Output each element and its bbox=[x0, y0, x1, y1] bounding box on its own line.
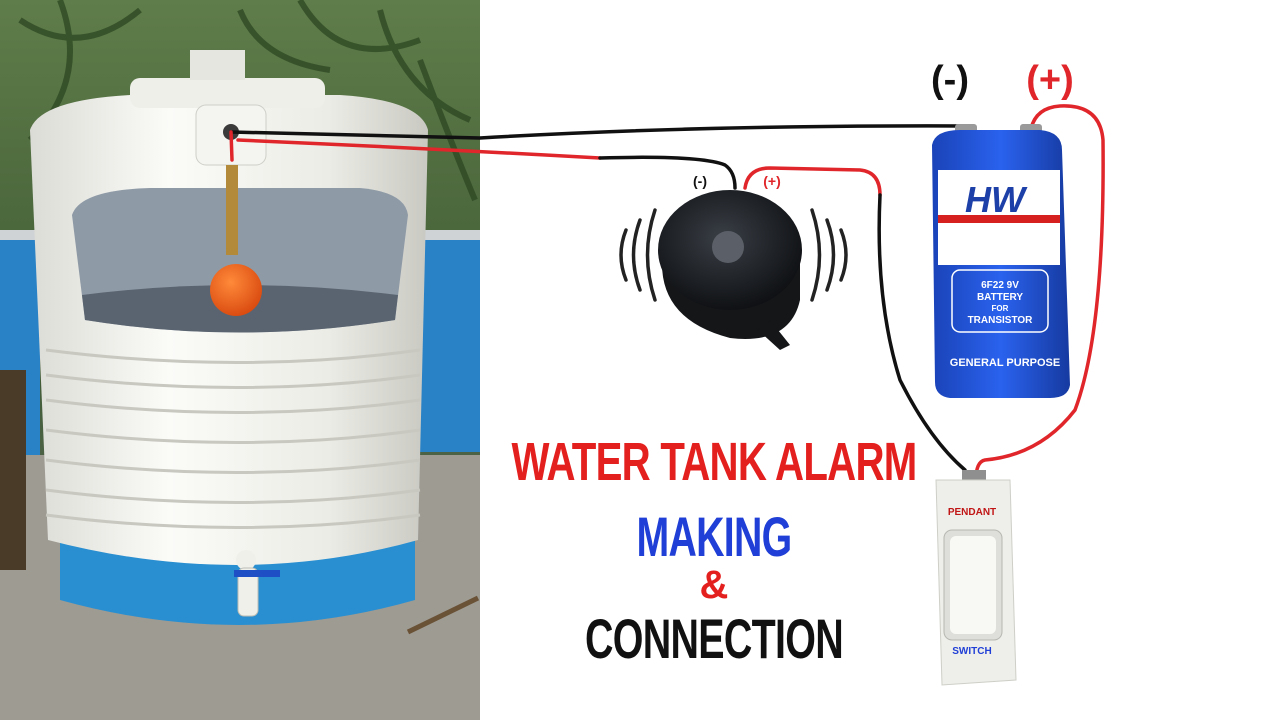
battery-negative-label: (-) bbox=[931, 59, 969, 101]
battery-spec-1: 6F22 9V bbox=[981, 280, 1019, 291]
tap-handle bbox=[234, 570, 280, 577]
wooden-post bbox=[0, 370, 26, 570]
battery-spec-2: BATTERY bbox=[977, 292, 1023, 303]
sound-waves-right bbox=[810, 208, 848, 302]
battery-spec-3: FOR bbox=[992, 304, 1009, 313]
buzzer-mount-tab bbox=[758, 320, 790, 350]
headline-title: WATER TANK ALARM bbox=[512, 432, 917, 492]
float-ball-icon bbox=[210, 264, 262, 316]
buzzer-positive-label: (+) bbox=[763, 173, 781, 189]
battery-positive-label: (+) bbox=[1026, 59, 1074, 101]
battery-purpose: GENERAL PURPOSE bbox=[950, 357, 1060, 369]
battery-brand: HW bbox=[965, 179, 1028, 220]
headline-ampersand: & bbox=[700, 563, 729, 607]
wire-tank-red-lead bbox=[229, 130, 602, 162]
buzzer-hole bbox=[712, 231, 744, 263]
wire-battery-positive-to-switch bbox=[974, 104, 1105, 486]
stick bbox=[406, 595, 480, 635]
tank-lid bbox=[130, 78, 325, 108]
switch-rocker-button bbox=[950, 536, 996, 634]
battery-red-stripe bbox=[938, 215, 1060, 223]
headline-making: MAKING bbox=[637, 505, 792, 568]
tank-ribs bbox=[45, 348, 421, 529]
headline-connection: CONNECTION bbox=[585, 607, 843, 670]
pendant-switch: PENDANT SWITCH bbox=[935, 470, 1017, 686]
palm-trees bbox=[18, 0, 478, 202]
switch-top-label: PENDANT bbox=[948, 507, 996, 518]
inlet-pipe bbox=[190, 50, 245, 80]
wire-buzzer-to-switch bbox=[877, 193, 970, 486]
battery-spec-box bbox=[951, 269, 1049, 333]
tap-icon bbox=[236, 550, 256, 570]
switch-bottom-label: SWITCH bbox=[952, 646, 991, 657]
float-rod bbox=[226, 165, 238, 255]
wires bbox=[229, 104, 1105, 486]
sound-waves-left bbox=[619, 208, 657, 302]
buzzer: (-) (+) bbox=[619, 173, 848, 350]
wire-tank-to-buzzer-negative bbox=[598, 155, 737, 190]
headline: WATER TANK ALARM MAKING & CONNECTION bbox=[512, 432, 918, 670]
battery: (-) (+) HW 6F22 9V BATTERY FOR TRANSISTO… bbox=[931, 59, 1074, 398]
wire-buzzer-positive bbox=[743, 166, 882, 197]
buzzer-negative-label: (-) bbox=[693, 173, 707, 189]
battery-spec-4: TRANSISTOR bbox=[968, 315, 1034, 326]
tap-pipe bbox=[237, 567, 259, 617]
wire-tank-to-battery-negative bbox=[229, 124, 970, 140]
tank-photo bbox=[0, 0, 480, 720]
